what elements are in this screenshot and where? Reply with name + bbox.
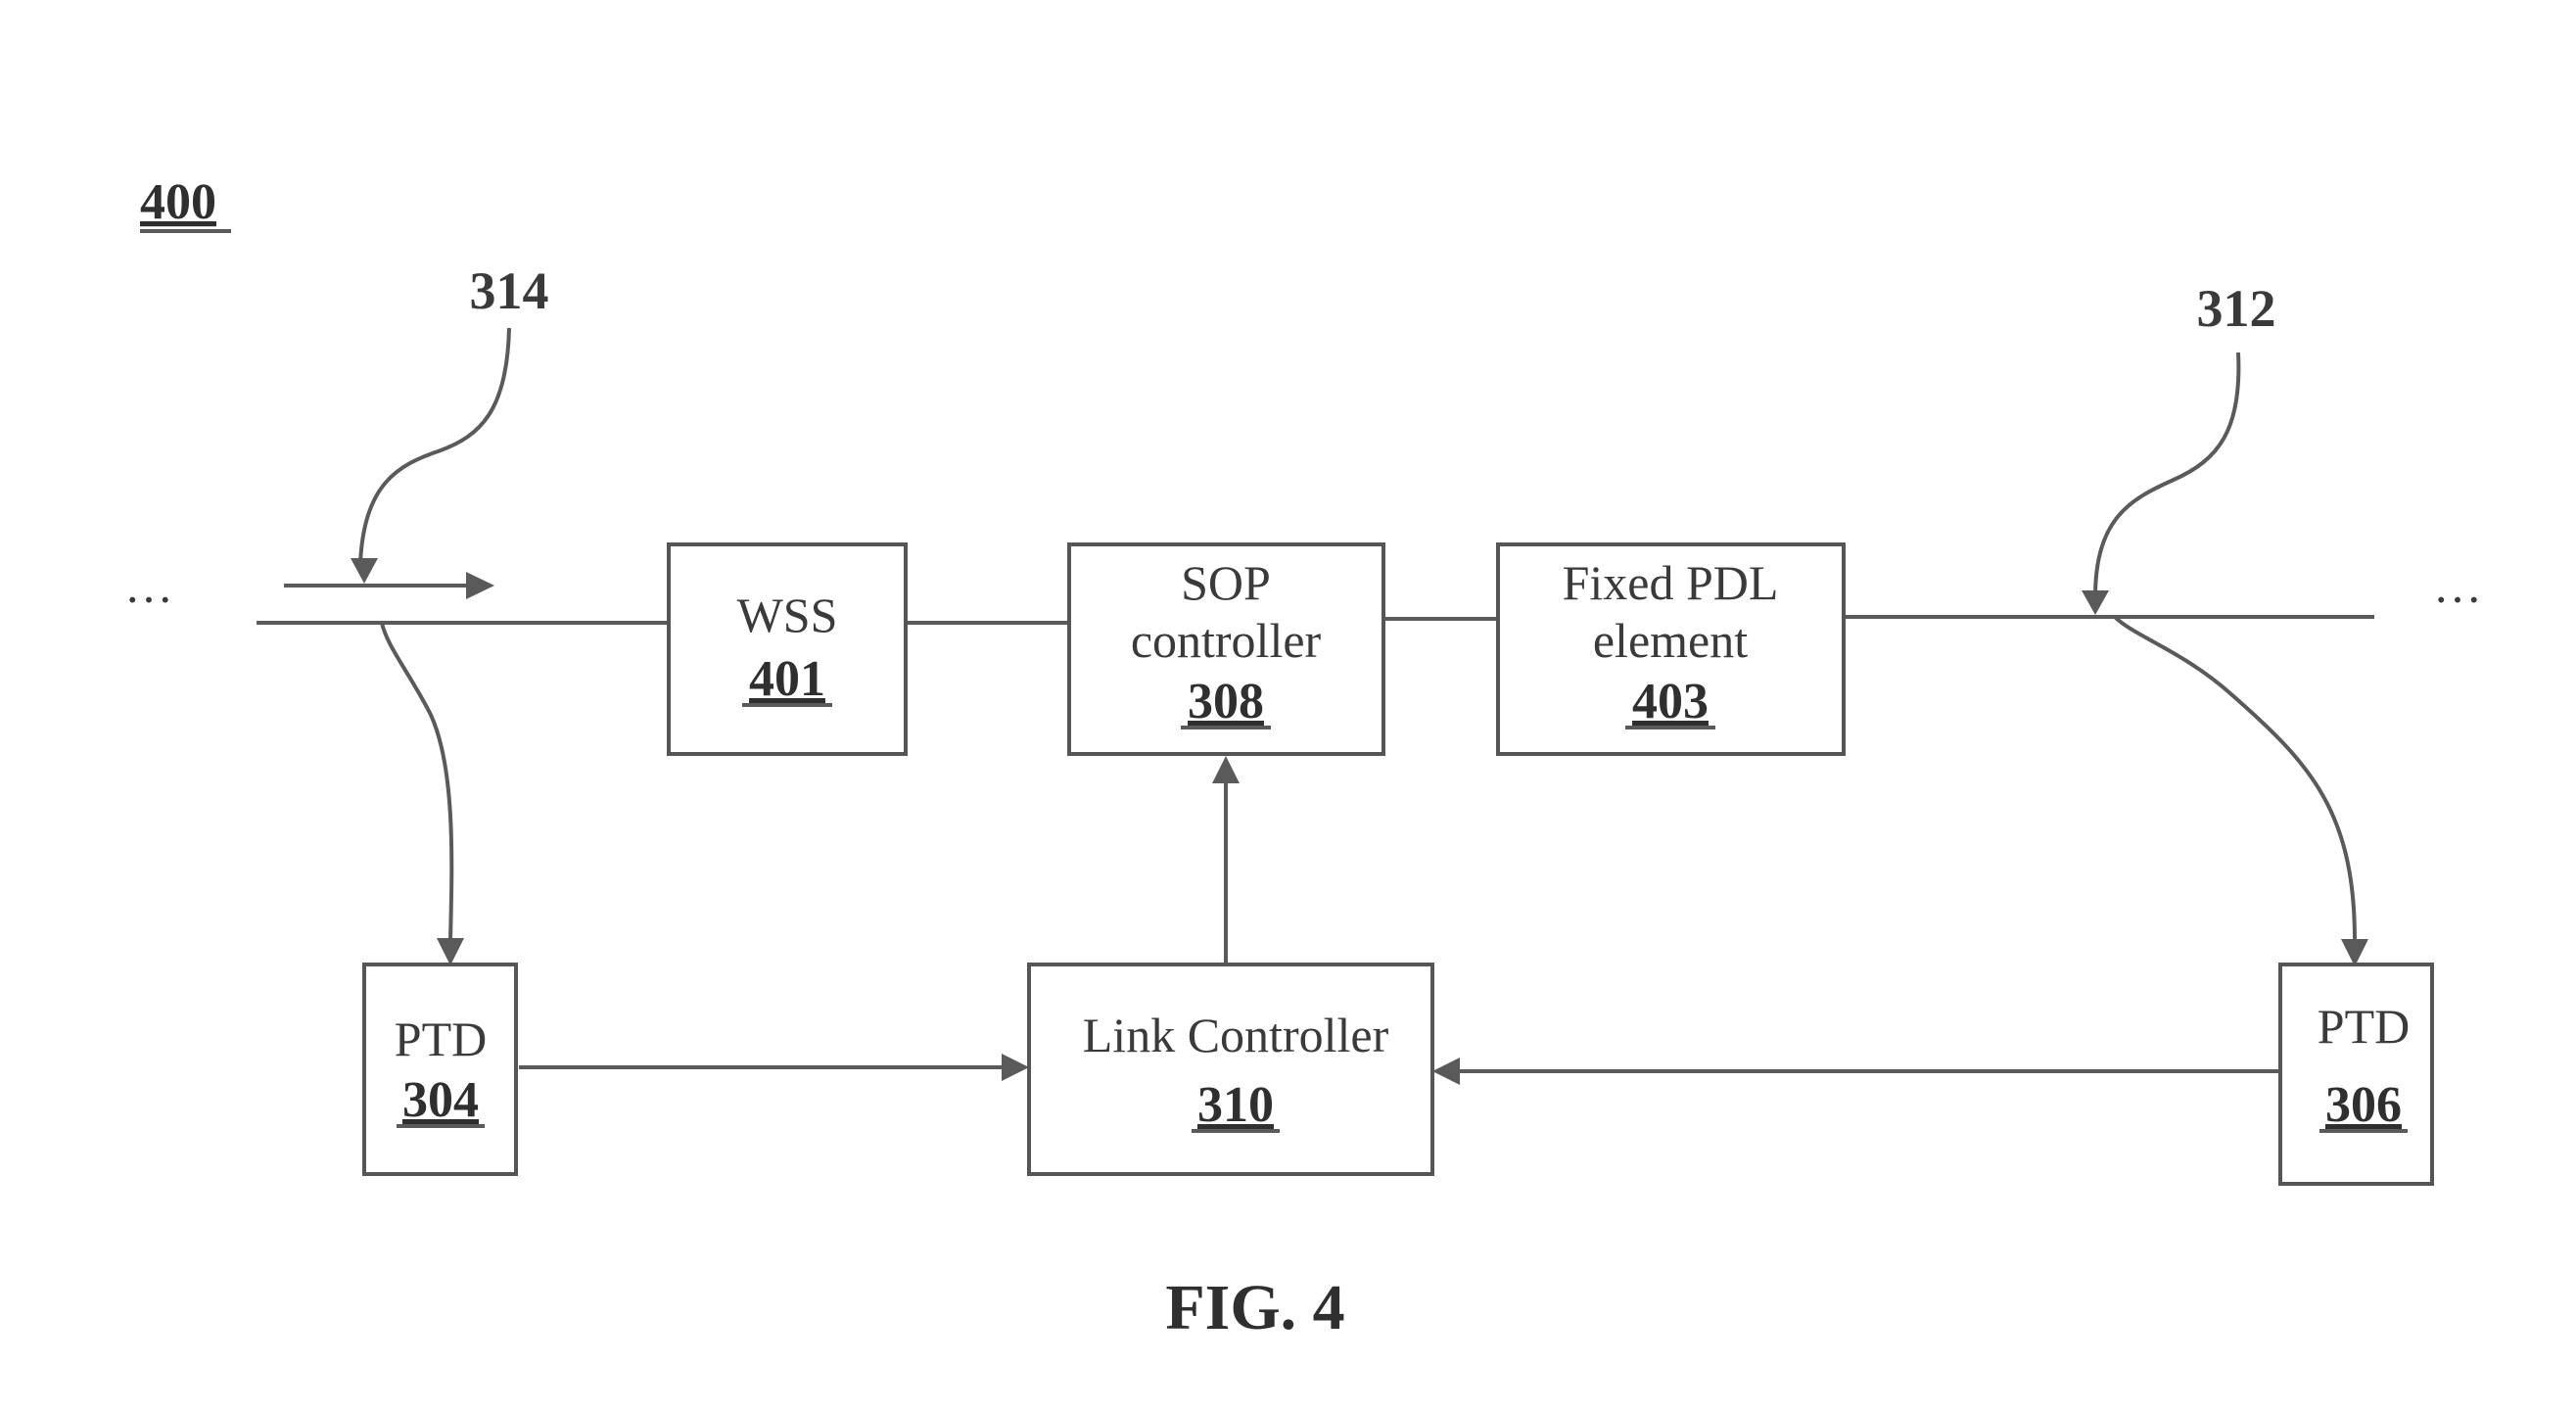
left-tap-arrowhead [437,938,464,965]
callout-314-arrowhead [351,558,378,584]
sop-label-line1: SOP [1181,555,1271,610]
callout-314-label: 314 [470,261,549,320]
link-controller-label: Link Controller [1083,1008,1389,1062]
figure-caption: FIG. 4 [1165,1272,1344,1343]
callout-314-leader [358,327,511,564]
fixed-pdl-block: Fixed PDL element 403 [1496,542,1846,756]
ptd-306-to-link-arrowhead [1432,1058,1460,1085]
sop-ref: 308 [1188,674,1264,729]
pdl-ref: 403 [1632,674,1709,729]
ptd-306-block: PTD 306 [2278,963,2434,1186]
signal-direction-arrowhead [466,572,494,599]
pdl-label-line2: element [1593,613,1748,668]
left-tap-to-ptd-304 [380,622,454,941]
callout-312-arrowhead [2082,590,2109,615]
left-ellipsis: … [124,558,173,613]
ptd-304-block: PTD 304 [362,963,518,1176]
wss-label: WSS [737,588,838,642]
right-ellipsis: … [2433,558,2482,613]
right-tap-to-ptd-306 [2113,615,2357,941]
ptd-304-to-link-arrowhead [1002,1054,1029,1081]
wss-ref: 401 [749,651,825,707]
right-tap-arrowhead [2341,939,2368,966]
ptd-306-ref: 306 [2325,1077,2402,1133]
pdl-label-line1: Fixed PDL [1563,555,1779,610]
ptd-306-label: PTD [2318,999,2410,1054]
ptd-304-label: PTD [395,1011,487,1066]
wss-block: WSS 401 [667,542,908,756]
link-to-sop-arrowhead [1212,756,1240,783]
sop-label-line2: controller [1131,613,1322,668]
sop-controller-block: SOP controller 308 [1067,542,1385,756]
callout-312-label: 312 [2197,279,2276,338]
link-controller-ref: 310 [1197,1077,1274,1133]
figure-ref: 400 [140,174,216,230]
link-controller-block: Link Controller 310 [1027,963,1434,1176]
ptd-304-ref: 304 [402,1072,479,1128]
callout-312-leader [2093,352,2241,598]
